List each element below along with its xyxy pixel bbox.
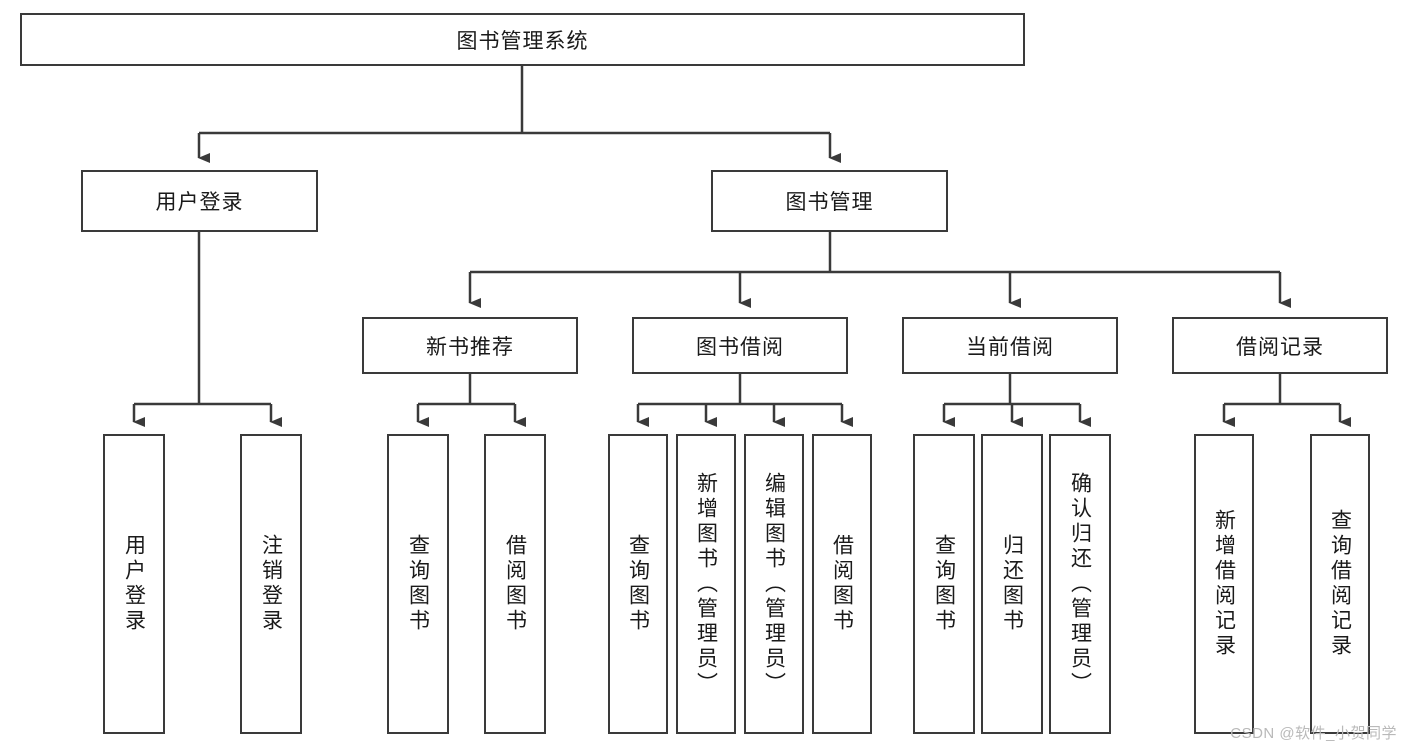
node-current-borrow-label: 当前借阅 [966,335,1054,359]
node-leaf-return-book-label: 归还图书 [1000,534,1024,634]
node-leaf-query-book-3-label: 查询图书 [932,534,956,634]
node-leaf-return-book[interactable]: 归还图书 [981,434,1043,734]
node-leaf-query-book-1[interactable]: 查询图书 [387,434,449,734]
node-leaf-query-book-2[interactable]: 查询图书 [608,434,668,734]
node-book-manage-label: 图书管理 [785,191,874,214]
node-leaf-borrow-book-1-label: 借阅图书 [503,534,527,634]
node-book-manage[interactable]: 图书管理 [711,170,948,232]
node-new-book-recommend-label: 新书推荐 [426,335,514,359]
node-leaf-borrow-book-2[interactable]: 借阅图书 [812,434,872,734]
node-user-login[interactable]: 用户登录 [81,170,318,232]
node-leaf-borrow-book-1[interactable]: 借阅图书 [484,434,546,734]
node-borrow-record-label: 借阅记录 [1236,335,1324,359]
node-leaf-borrow-book-2-label: 借阅图书 [830,534,854,634]
node-leaf-confirm-return-admin[interactable]: 确认归还（管理员） [1049,434,1111,734]
node-leaf-query-borrow-record[interactable]: 查询借阅记录 [1310,434,1370,734]
node-leaf-logout-login[interactable]: 注销登录 [240,434,302,734]
node-leaf-add-book-admin-label: 新增图书（管理员） [694,471,718,697]
node-borrow-record[interactable]: 借阅记录 [1172,317,1388,374]
node-book-borrow-label: 图书借阅 [696,335,784,359]
node-leaf-query-book-3[interactable]: 查询图书 [913,434,975,734]
node-leaf-query-book-2-label: 查询图书 [626,534,650,634]
node-root[interactable]: 图书管理系统 [20,13,1025,66]
node-leaf-query-book-1-label: 查询图书 [406,534,430,634]
node-leaf-user-login[interactable]: 用户登录 [103,434,165,734]
node-leaf-add-book-admin[interactable]: 新增图书（管理员） [676,434,736,734]
node-current-borrow[interactable]: 当前借阅 [902,317,1118,374]
node-leaf-edit-book-admin-label: 编辑图书（管理员） [762,471,786,697]
node-new-book-recommend[interactable]: 新书推荐 [362,317,578,374]
node-leaf-edit-book-admin[interactable]: 编辑图书（管理员） [744,434,804,734]
node-leaf-user-login-label: 用户登录 [122,534,146,634]
node-book-borrow[interactable]: 图书借阅 [632,317,848,374]
node-leaf-add-borrow-record-label: 新增借阅记录 [1212,509,1236,659]
node-leaf-add-borrow-record[interactable]: 新增借阅记录 [1194,434,1254,734]
node-user-login-label: 用户登录 [155,191,244,214]
csdn-watermark: CSDN @软件_小贺同学 [1230,725,1397,742]
node-leaf-logout-login-label: 注销登录 [259,534,283,634]
node-leaf-confirm-return-admin-label: 确认归还（管理员） [1068,471,1092,697]
node-leaf-query-borrow-record-label: 查询借阅记录 [1328,509,1352,659]
node-root-label: 图书管理系统 [456,29,589,53]
